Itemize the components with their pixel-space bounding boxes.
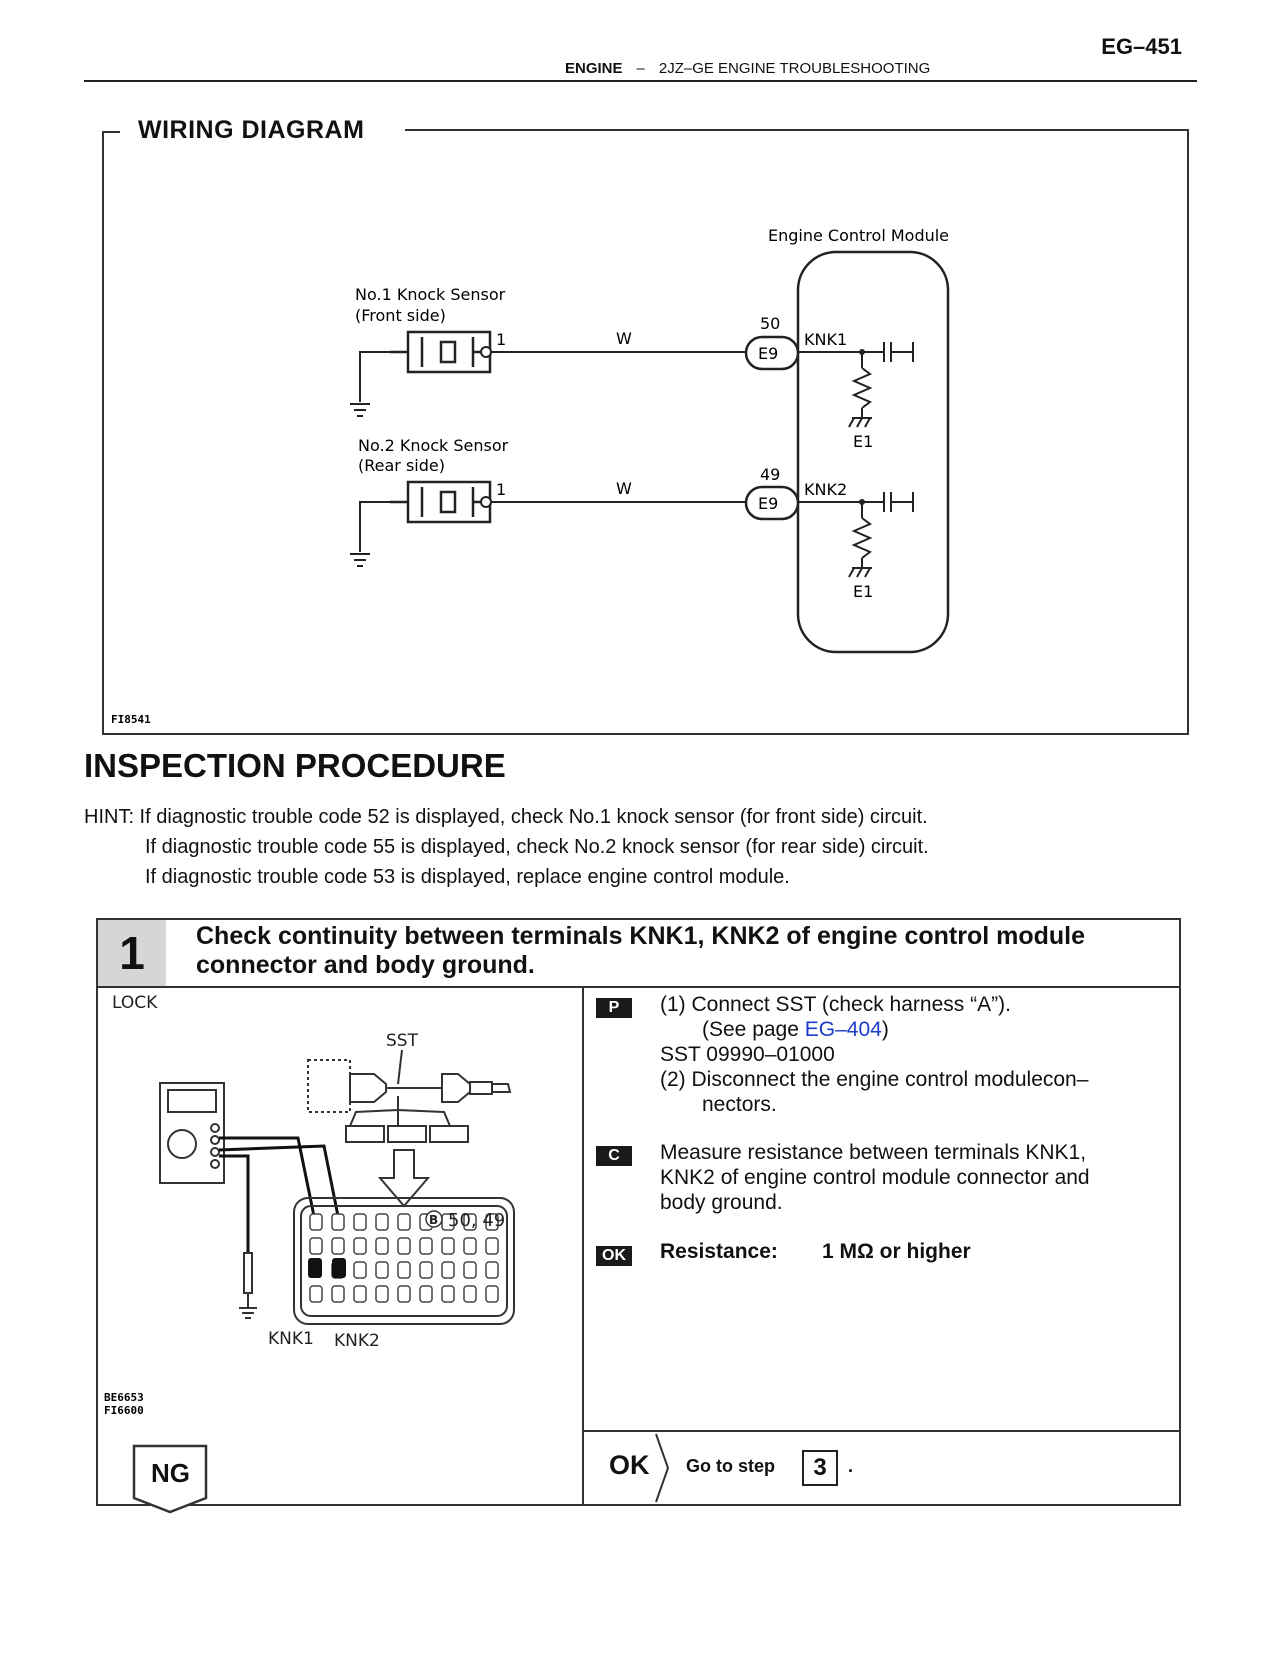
prep-see-page: (See page EG–404) bbox=[702, 1017, 889, 1042]
prep-sst: SST 09990–01000 bbox=[660, 1043, 835, 1066]
subsection-name: 2JZ–GE ENGINE TROUBLESHOOTING bbox=[658, 60, 931, 77]
sensor-2-side: (Rear side) bbox=[358, 456, 445, 475]
section-name: ENGINE bbox=[565, 60, 623, 77]
step-title-line-1: Check continuity between terminals KNK1,… bbox=[196, 922, 1086, 950]
knk2-junction bbox=[859, 499, 865, 505]
spec-label: Resistance: bbox=[660, 1240, 778, 1263]
sst-label: SST bbox=[386, 1031, 419, 1051]
sensor-1-pin: 1 bbox=[496, 330, 506, 349]
step-1-box bbox=[96, 918, 1181, 1506]
goto-step-number: 3 bbox=[813, 1454, 827, 1481]
sensor-2-name: No.2 Knock Sensor bbox=[358, 436, 509, 455]
ground-probe-icon bbox=[239, 1252, 257, 1319]
prep-item-2-line-2: nectors. bbox=[702, 1093, 777, 1116]
meter-leads bbox=[218, 1136, 342, 1253]
connector-e9-label-2: E9 bbox=[758, 494, 778, 513]
diagram-frame bbox=[102, 129, 1189, 735]
probe-tips-icon bbox=[308, 1258, 346, 1278]
page-number: EG–451 bbox=[1101, 34, 1182, 59]
see-suffix: ) bbox=[881, 1018, 889, 1041]
ng-result-shape bbox=[132, 1444, 208, 1514]
wire-color-2: W bbox=[616, 479, 632, 498]
knk1-label: KNK1 bbox=[268, 1329, 314, 1349]
sensor-2-pin: 1 bbox=[496, 480, 506, 499]
inspection-procedure-title: INSPECTION PROCEDURE bbox=[84, 747, 506, 784]
sensor-2-ground-lead bbox=[359, 501, 408, 552]
check-line-1: Measure resistance between terminals KNK… bbox=[660, 1141, 1087, 1164]
ecm-outline bbox=[796, 250, 950, 654]
ecm-knk2-circuit bbox=[798, 492, 914, 578]
ecm-label: Engine Control Module bbox=[768, 226, 949, 245]
ground-e1-2: E1 bbox=[853, 582, 873, 601]
check-line-3: body ground. bbox=[660, 1191, 783, 1214]
wiring-figure-code: FI8541 bbox=[111, 713, 151, 726]
sensor-1-name: No.1 Knock Sensor bbox=[355, 285, 506, 304]
ecm-connector-icon bbox=[293, 1197, 515, 1325]
sensor-1-terminal bbox=[480, 346, 492, 358]
hint-line-3: If diagnostic trouble code 53 is display… bbox=[145, 866, 790, 888]
illustration-code-2: FI6600 bbox=[104, 1404, 144, 1417]
goto-period: . bbox=[848, 1456, 854, 1476]
check-line-2: KNK2 of engine control module connector … bbox=[660, 1166, 1090, 1189]
ok-tag: OK bbox=[596, 1246, 632, 1266]
step-column-divider bbox=[582, 986, 584, 1506]
sensor-2-ground-icon bbox=[350, 553, 370, 567]
ohmmeter-icon bbox=[159, 1082, 225, 1184]
sensor-1-ground-lead bbox=[359, 351, 408, 402]
prep-tag: P bbox=[596, 998, 632, 1018]
terminal-knk1: KNK1 bbox=[804, 330, 847, 349]
hint-line-2: If diagnostic trouble code 55 is display… bbox=[145, 836, 929, 858]
result-ok: OK bbox=[609, 1450, 650, 1480]
wire-color-1: W bbox=[616, 329, 632, 348]
terminal-knk2: KNK2 bbox=[804, 480, 847, 499]
running-header: ENGINE–2JZ–GE ENGINE TROUBLESHOOTING bbox=[565, 60, 930, 77]
lock-label: LOCK bbox=[112, 993, 158, 1013]
header-rule bbox=[84, 80, 1197, 82]
connector-e9-label-1: E9 bbox=[758, 344, 778, 363]
wiring-diagram: Engine Control Module No.1 Knock Sensor … bbox=[102, 129, 1189, 735]
spec-value: 1 MΩ or higher bbox=[822, 1240, 971, 1263]
step-1-illustration: LOCK SST bbox=[104, 993, 515, 1417]
ecm-knk1-circuit bbox=[798, 342, 914, 428]
connector-b-badge bbox=[425, 1210, 443, 1228]
step-title-rule bbox=[96, 986, 1181, 988]
sensor-2-terminal bbox=[480, 496, 492, 508]
wiring-diagram-title: WIRING DIAGRAM bbox=[132, 116, 371, 145]
ecm-pin-49: 49 bbox=[760, 465, 780, 484]
connector-pins: 50, 49 bbox=[448, 1210, 505, 1231]
ok-result-arrow bbox=[655, 1433, 670, 1503]
sst-harness-icon bbox=[307, 1049, 512, 1143]
arrow-down-icon bbox=[377, 1149, 431, 1208]
ecm-pin-50: 50 bbox=[760, 314, 780, 333]
knk2-label: KNK2 bbox=[334, 1331, 380, 1351]
step-number: 1 bbox=[119, 927, 145, 979]
illustration-code-1: BE6653 bbox=[104, 1391, 144, 1404]
prep-item-1: (1) Connect SST (check harness “A”). bbox=[660, 993, 1011, 1016]
step-title-line-2: connector and body ground. bbox=[196, 951, 535, 979]
sensor-1-side: (Front side) bbox=[355, 306, 446, 325]
header-separator: – bbox=[636, 60, 645, 77]
step-number-cell: 1 bbox=[98, 920, 166, 986]
see-page-link[interactable]: EG–404 bbox=[804, 1018, 882, 1041]
goto-step-ref[interactable]: 3 bbox=[802, 1450, 838, 1486]
prep-item-2-line-1: (2) Disconnect the engine control module… bbox=[660, 1068, 1089, 1091]
see-prefix: (See page bbox=[702, 1018, 805, 1041]
connector-b-letter: B bbox=[429, 1213, 438, 1227]
knk1-junction bbox=[859, 349, 865, 355]
result-rule bbox=[582, 1430, 1181, 1432]
hint-line-1: HINT: If diagnostic trouble code 52 is d… bbox=[84, 806, 928, 828]
ground-e1-1: E1 bbox=[853, 432, 873, 451]
sensor-1-ground-icon bbox=[350, 403, 370, 417]
goto-text: Go to step bbox=[686, 1456, 775, 1476]
step-title: Check continuity between terminals KNK1,… bbox=[196, 922, 1176, 980]
result-ng: NG bbox=[151, 1458, 190, 1488]
check-tag: C bbox=[596, 1146, 632, 1166]
